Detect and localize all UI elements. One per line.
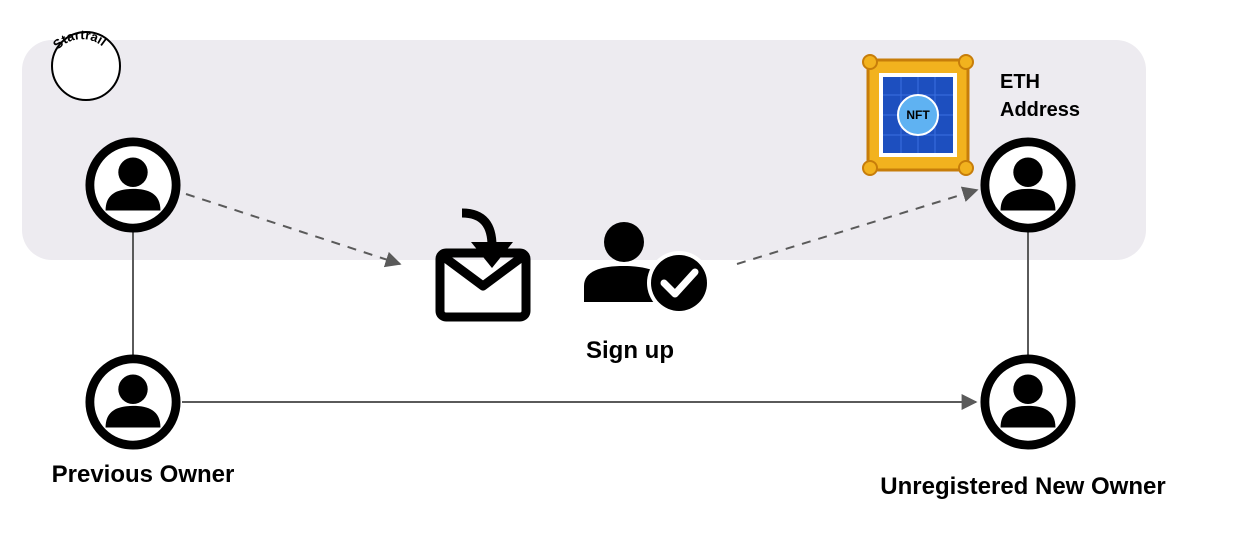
mail-download-icon — [435, 208, 531, 322]
nft-badge-text: NFT — [906, 108, 930, 122]
previous-owner-platform-user-icon — [90, 142, 176, 228]
invite-email-arrow — [185, 193, 402, 268]
eth-address-line1: ETH — [1000, 71, 1040, 93]
previous-owner-user-icon — [90, 359, 176, 445]
signup-to-address-arrow — [736, 186, 979, 265]
signup-label: Sign up — [586, 337, 674, 364]
eth-address-line2: Address — [1000, 99, 1080, 121]
nft-frame-icon: NFT — [862, 54, 974, 176]
new-owner-platform-user-icon — [985, 142, 1071, 228]
new-owner-label: Unregistered New Owner — [880, 473, 1165, 500]
previous-owner-label: Previous Owner — [52, 461, 235, 488]
signup-user-check-icon — [584, 222, 711, 315]
new-owner-user-icon — [985, 359, 1071, 445]
platform-band — [22, 40, 1146, 260]
startrail-logo: Startrail — [50, 27, 121, 101]
